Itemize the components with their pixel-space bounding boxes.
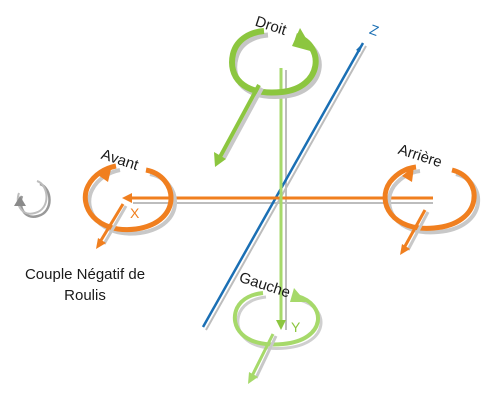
gauche-rotation bbox=[232, 288, 323, 384]
roll-rotation-icon bbox=[14, 180, 51, 218]
axis-shadows bbox=[133, 45, 433, 331]
axis-label-y: Y bbox=[291, 319, 301, 335]
z-axis bbox=[201, 42, 365, 328]
caption-line-2: Roulis bbox=[64, 287, 106, 304]
axis-label-x: X bbox=[130, 205, 140, 221]
droit-rotation bbox=[214, 28, 322, 167]
arriere-rotation bbox=[382, 164, 481, 255]
avant-rotation bbox=[82, 163, 177, 249]
caption-line-1: Couple Négatif de bbox=[24, 266, 146, 283]
y-axis bbox=[276, 68, 286, 330]
caption-negative-roll-torque: Couple Négatif de Roulis bbox=[0, 264, 170, 306]
